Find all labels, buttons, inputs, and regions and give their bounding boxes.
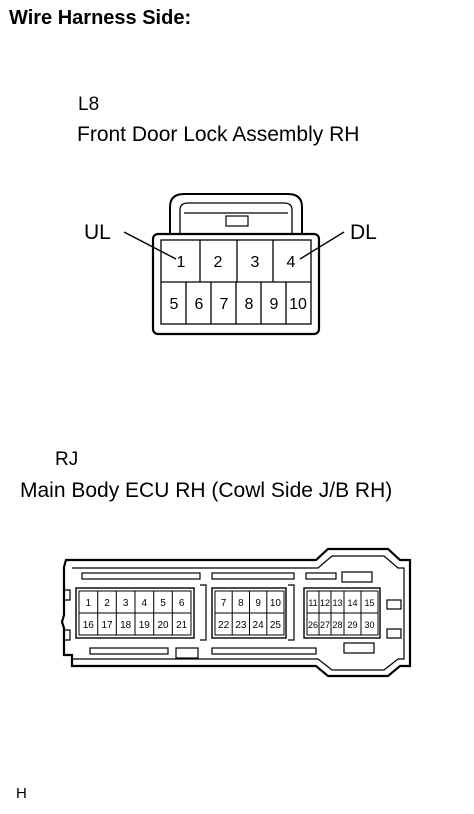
rj-pin-1: 1 xyxy=(86,598,92,609)
rj-connector-code: RJ xyxy=(55,449,79,470)
rj-pin-10: 10 xyxy=(270,598,282,609)
rj-pin-16: 16 xyxy=(83,620,95,631)
rj-pin-28: 28 xyxy=(332,620,342,630)
rj-pin-23: 23 xyxy=(235,620,247,631)
rj-pin-29: 29 xyxy=(347,620,357,630)
rj-pin-14: 14 xyxy=(347,598,357,608)
l8-connector xyxy=(123,193,345,336)
rj-connector xyxy=(60,547,412,678)
rj-pin-2: 2 xyxy=(104,598,110,609)
rj-pin-26: 26 xyxy=(308,620,318,630)
rj-pin-3: 3 xyxy=(123,598,129,609)
rj-pin-21: 21 xyxy=(176,620,188,631)
l8-pin-6: 6 xyxy=(195,296,204,313)
rj-pin-4: 4 xyxy=(142,598,148,609)
rj-pin-22: 22 xyxy=(218,620,230,631)
l8-pin-3: 3 xyxy=(251,254,260,271)
l8-pin-7: 7 xyxy=(220,296,229,313)
l8-pin-5: 5 xyxy=(170,296,179,313)
l8-pin-10: 10 xyxy=(289,296,307,313)
rj-pin-labels: 1 2 3 4 5 6 16 17 18 19 20 21 7 8 9 10 2… xyxy=(83,598,375,631)
rj-pin-9: 9 xyxy=(255,598,261,609)
l8-pin-labels: 1 2 3 4 5 6 7 8 9 10 xyxy=(170,254,307,313)
rj-pin-7: 7 xyxy=(221,598,227,609)
l8-connector-code: L8 xyxy=(78,94,100,115)
l8-pin-9: 9 xyxy=(270,296,279,313)
rj-pin-5: 5 xyxy=(160,598,166,609)
rj-pin-11: 11 xyxy=(308,598,317,608)
ul-callout-label: UL xyxy=(84,221,111,244)
l8-pin-4: 4 xyxy=(287,254,296,271)
rj-connector-name: Main Body ECU RH (Cowl Side J/B RH) xyxy=(20,479,393,502)
rj-pin-12: 12 xyxy=(320,598,330,608)
rj-pin-30: 30 xyxy=(364,620,374,630)
rj-pin-6: 6 xyxy=(179,598,185,609)
l8-pin-1: 1 xyxy=(177,254,186,271)
rj-pin-8: 8 xyxy=(238,598,244,609)
rj-pin-27: 27 xyxy=(320,620,330,630)
rj-pin-24: 24 xyxy=(253,620,265,631)
rj-pin-18: 18 xyxy=(120,620,132,631)
l8-pin-2: 2 xyxy=(214,254,223,271)
footer-code: H xyxy=(16,785,27,802)
rj-pin-15: 15 xyxy=(364,598,374,608)
l8-connector-name: Front Door Lock Assembly RH xyxy=(77,123,360,146)
dl-callout-label: DL xyxy=(350,221,377,244)
rj-pin-20: 20 xyxy=(157,620,169,631)
rj-pin-19: 19 xyxy=(139,620,151,631)
rj-pin-13: 13 xyxy=(332,598,342,608)
page-heading: Wire Harness Side: xyxy=(9,7,192,29)
l8-pin-8: 8 xyxy=(245,296,254,313)
rj-pin-17: 17 xyxy=(101,620,113,631)
rj-pin-25: 25 xyxy=(270,620,282,631)
